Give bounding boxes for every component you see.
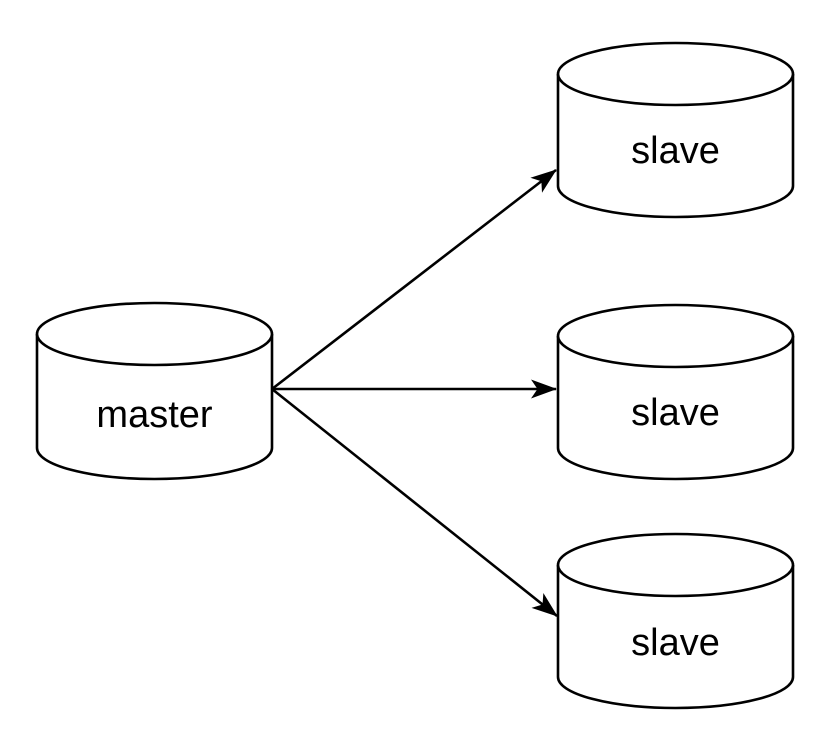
cylinder-top-ellipse — [556, 303, 795, 369]
node-master: master — [35, 301, 274, 481]
cylinder-body — [556, 336, 795, 481]
cylinder-body — [556, 565, 795, 710]
node-slave-bottom: slave — [556, 532, 795, 710]
cylinder-top-ellipse — [556, 532, 795, 598]
cylinder-body — [35, 334, 274, 481]
node-slave-middle: slave — [556, 303, 795, 481]
cylinder-top-ellipse — [35, 301, 274, 367]
master-label: master — [96, 394, 212, 436]
slave-top-label: slave — [631, 130, 720, 172]
cylinder-body — [556, 74, 795, 219]
edge-master-to-slave-bottom — [271, 387, 558, 618]
edge-layer — [271, 168, 558, 618]
node-slave-top: slave — [556, 41, 795, 219]
edge-master-to-slave-top — [271, 168, 557, 391]
cylinder-top-ellipse — [556, 41, 795, 107]
slave-middle-label: slave — [631, 392, 720, 434]
slave-bottom-label: slave — [631, 622, 720, 664]
